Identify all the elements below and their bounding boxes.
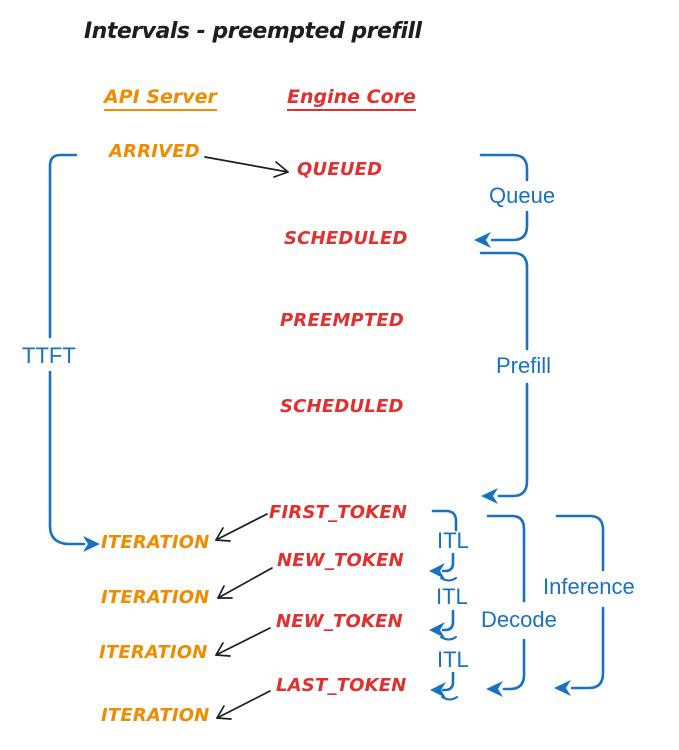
ttft-bracket [48,153,100,552]
column-header-engine-core: Engine Core [287,87,416,111]
prefill-bracket [479,251,529,504]
event-queued: QUEUED [297,159,383,180]
event-iteration-3: ITERATION [99,642,208,663]
itl3-hook-arrow [430,671,458,701]
arrow-newtoken1-to-iteration2 [217,567,273,599]
queue-arrowhead-icon [474,232,491,248]
arrow-arrived-to-queued [204,156,289,178]
itl1-hook-arrow [429,552,457,582]
interval-label-decode: Decode [481,607,557,632]
event-arrived: ARRIVED [109,141,200,162]
event-new-token-1: NEW_TOKEN [277,550,404,571]
arrow-lasttoken-to-iteration4 [216,690,271,720]
itl1-start-bracket [431,509,458,532]
event-last-token: LAST_TOKEN [276,675,407,696]
arrow-newtoken2-to-iteration3 [215,627,271,657]
event-scheduled-1: SCHEDULED [284,228,408,249]
interval-label-inference: Inference [543,574,635,599]
interval-label-prefill: Prefill [496,353,552,378]
decode-bracket [486,514,526,697]
itl2-hook-arrow [429,609,457,641]
column-header-api-server: API Server [104,87,217,111]
event-iteration-1: ITERATION [101,532,210,553]
event-iteration-4: ITERATION [101,705,210,726]
event-preempted: PREEMPTED [280,310,405,331]
arrow-firsttoken-to-iteration1 [215,513,268,542]
event-iteration-2: ITERATION [101,587,210,608]
event-first-token: FIRST_TOKEN [269,502,408,523]
page-title: Intervals - preempted prefill [84,19,422,44]
event-scheduled-2: SCHEDULED [280,396,404,417]
event-new-token-2: NEW_TOKEN [276,611,403,632]
interval-label-queue: Queue [489,183,556,208]
queue-bracket [474,153,529,248]
interval-label-itl-1: ITL [437,528,469,553]
prefill-arrowhead-icon [481,488,498,504]
inference-arrowhead-icon [554,680,571,696]
interval-label-ttft: TTFT [22,343,76,368]
ttft-arrowhead-icon [83,536,100,552]
interval-label-itl-2: ITL [436,584,468,609]
decode-arrowhead-icon [486,681,503,697]
inference-bracket [554,514,605,696]
interval-label-itl-3: ITL [437,647,469,672]
